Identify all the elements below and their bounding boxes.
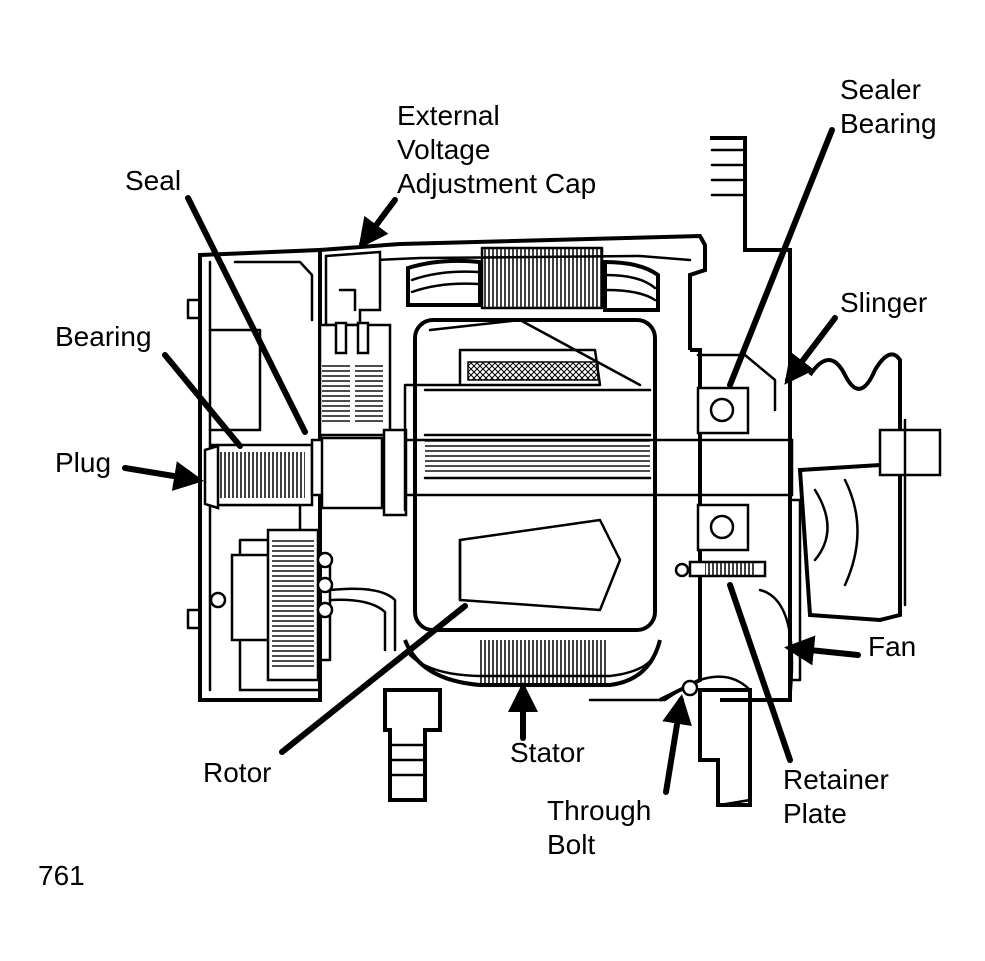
rectifier-assembly — [209, 528, 397, 682]
leader-fan — [784, 635, 861, 666]
leader-rotor — [279, 603, 468, 755]
front-bearing — [696, 353, 777, 552]
leader-lines — [122, 127, 861, 795]
rotor-poles — [403, 318, 657, 632]
brush-holder — [318, 321, 392, 437]
pulley — [797, 352, 942, 623]
label-external-voltage-cap: External Voltage Adjustment Cap — [397, 100, 596, 199]
stator-windings-top — [406, 246, 660, 312]
label-bearing: Bearing — [55, 321, 152, 352]
leader-seal — [185, 195, 308, 435]
leader-slinger — [784, 315, 838, 385]
voltage-adjustment-cap — [324, 250, 382, 327]
label-retainer-plate: Retainer Plate — [783, 764, 897, 829]
label-stator: Stator — [510, 737, 585, 768]
retainer-plate — [674, 560, 767, 578]
leader-bearing — [162, 352, 243, 449]
alternator-drawing — [186, 136, 942, 807]
mounting-bosses — [383, 679, 752, 807]
callout-labels: External Voltage Adjustment Cap Seal Bea… — [38, 74, 937, 891]
leader-retainer-plate — [727, 582, 793, 763]
leader-plug — [122, 461, 204, 491]
label-slinger: Slinger — [840, 287, 927, 318]
left-bearing — [203, 443, 314, 510]
figure-number: 761 — [38, 860, 85, 891]
leader-sealer-bearing — [727, 127, 835, 388]
label-plug: Plug — [55, 447, 111, 478]
label-fan: Fan — [868, 631, 916, 662]
label-rotor: Rotor — [203, 757, 271, 788]
label-sealer-bearing: Sealer Bearing — [840, 74, 937, 139]
leader-external-voltage-cap — [358, 197, 398, 249]
label-through-bolt: Through Bolt — [547, 795, 659, 860]
leader-through-bolt — [662, 694, 692, 795]
stator-windings-bottom — [403, 639, 662, 687]
label-seal: Seal — [125, 165, 181, 196]
fan-blades — [758, 498, 802, 702]
